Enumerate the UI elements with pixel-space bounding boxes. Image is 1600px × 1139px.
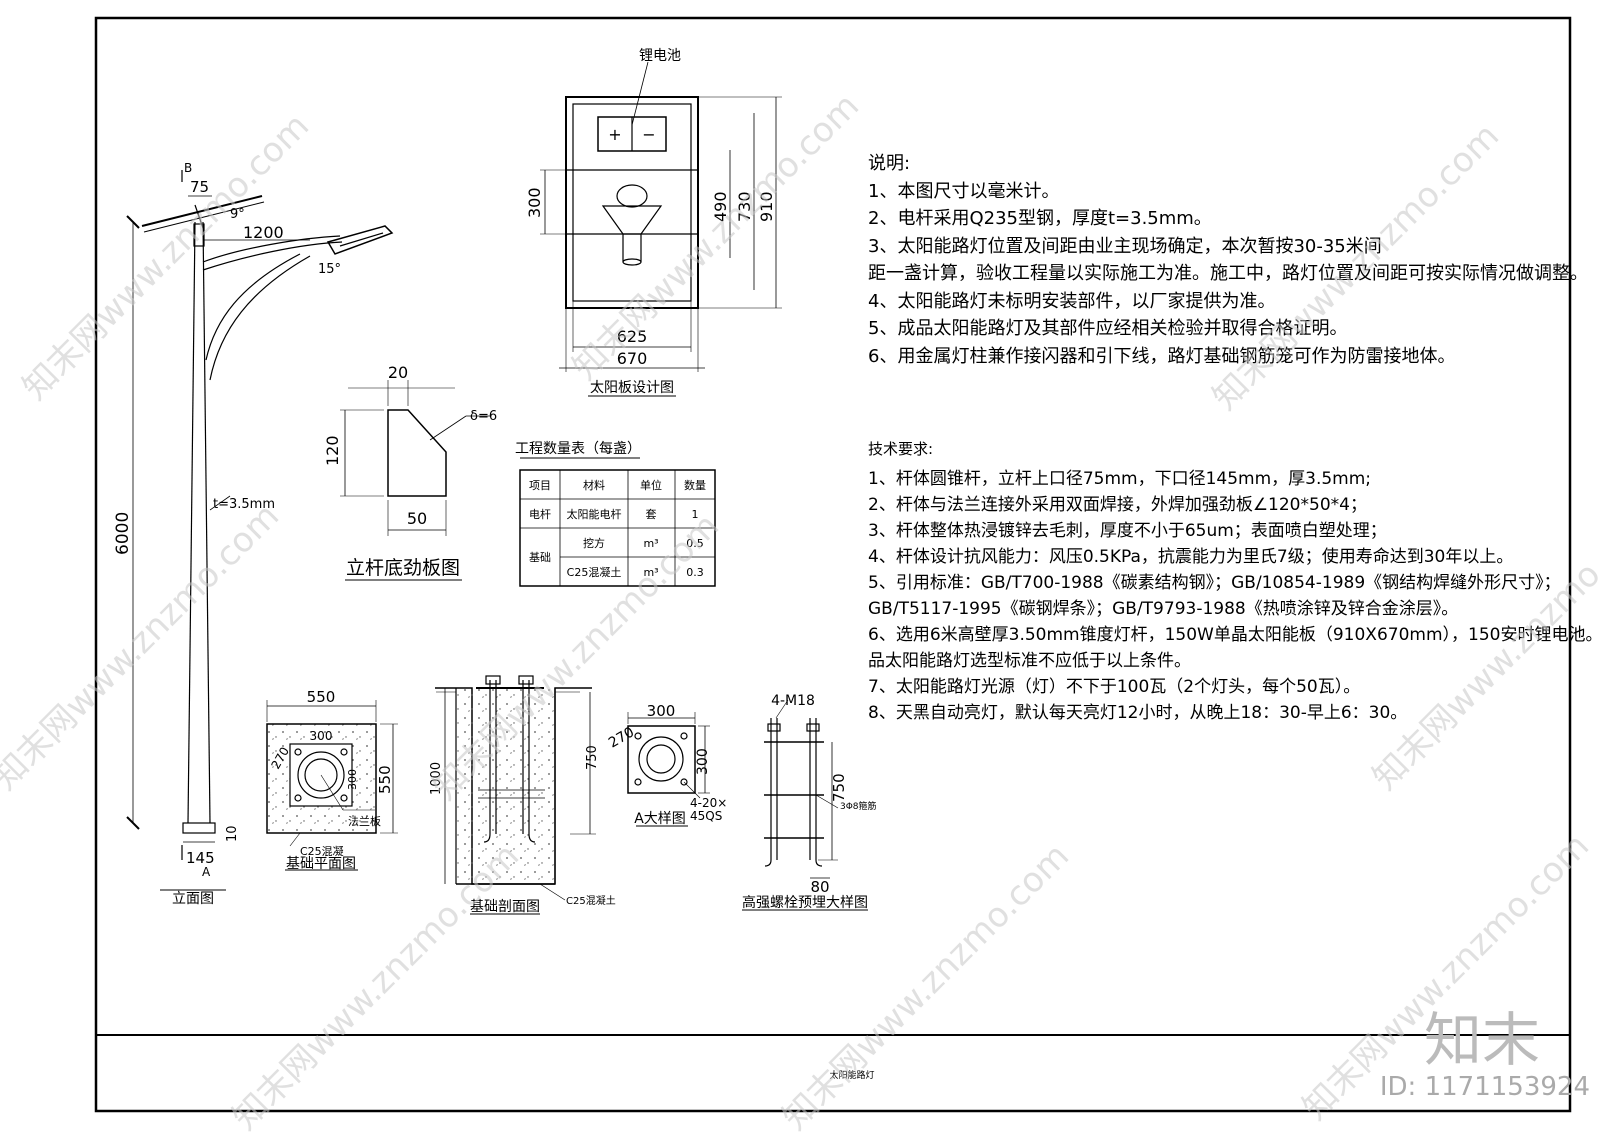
qty-row2-material: 挖方 bbox=[583, 536, 605, 550]
tech-line-4: 4、杆体设计抗风能力：风压0.5KPa，抗震能力为里氏7级；使用寿命达到30年以… bbox=[868, 547, 1514, 567]
tech-line-3: 3、杆体整体热浸镀锌去毛刺，厚度不小于65um；表面喷白塑处理； bbox=[868, 521, 1387, 541]
qty-row1-item: 电杆 bbox=[529, 507, 551, 521]
elevation-height: 6000 bbox=[113, 512, 133, 555]
panel-dim-300: 300 bbox=[525, 187, 544, 218]
qty-header-material: 材料 bbox=[583, 478, 605, 492]
tech-line-7: 6、选用6米高壁厚3.50mm锥度灯杆，150W单晶太阳能板（910X670mm… bbox=[868, 625, 1600, 645]
fplan-dim-550-h: 550 bbox=[376, 765, 394, 794]
bolt-spec: 4-M18 bbox=[771, 693, 815, 709]
fplan-concrete: C25混凝 bbox=[300, 844, 344, 858]
solar-panel-view bbox=[540, 61, 782, 397]
bolt-dim-80: 80 bbox=[810, 878, 829, 896]
qty-table-text: 项目 材料 单位 数量 电杆 太阳能电杆 套 1 基础 挖方 m³ 0.5 C2… bbox=[529, 478, 706, 579]
drawing-name: 太阳能路灯 bbox=[829, 1069, 874, 1081]
stiffener-caption: 立杆底劲板图 bbox=[346, 557, 460, 579]
fplan-dim-550-w: 550 bbox=[307, 688, 336, 706]
notes-line-2: 2、电杆采用Q235型钢，厚度t=3.5mm。 bbox=[868, 208, 1212, 229]
fsection-dim-750: 750 bbox=[585, 745, 600, 770]
elevation-caption: 立面图 bbox=[172, 891, 214, 907]
solar-panel-caption: 太阳板设计图 bbox=[590, 380, 674, 396]
fsection-dim-1000: 1000 bbox=[429, 762, 444, 795]
notes-block: 说明: 1、本图尺寸以毫米计。 2、电杆采用Q235型钢，厚度t=3.5mm。 … bbox=[868, 150, 1588, 370]
detail-a-caption: A大样图 bbox=[634, 811, 686, 827]
panel-dim-625: 625 bbox=[617, 327, 648, 346]
qty-header-qty: 数量 bbox=[684, 479, 706, 492]
qty-header-item: 项目 bbox=[529, 479, 551, 492]
fplan-dim-d300: 300 bbox=[346, 769, 359, 790]
notes-line-3: 3、太阳能路灯位置及间距由业主现场确定，本次暂按30-35米间 bbox=[868, 235, 1382, 257]
notes-line-7: 6、用金属灯柱兼作接闪器和引下线，路灯基础钢筋笼可作为防雷接地体。 bbox=[868, 345, 1456, 367]
elevation-base-h: 10 bbox=[225, 825, 240, 842]
qty-row1-material: 太阳能电杆 bbox=[567, 507, 622, 521]
tech-title: 技术要求: bbox=[868, 440, 934, 458]
qty-table-title: 工程数量表（每盏） bbox=[515, 441, 641, 457]
notes-line-1: 1、本图尺寸以毫米计。 bbox=[868, 180, 1060, 202]
qty-row1-qty: 1 bbox=[692, 508, 699, 521]
fplan-dim-300: 300 bbox=[310, 729, 333, 743]
panel-dim-730: 730 bbox=[735, 191, 754, 222]
battery-plus: + bbox=[608, 125, 621, 144]
bolt-rebar: 3Φ8箍筋 bbox=[840, 800, 877, 812]
stiffener-dim-20: 20 bbox=[388, 363, 408, 382]
qty-row3-qty: 0.3 bbox=[686, 566, 704, 579]
tech-requirements-block: 技术要求: 1、杆体圆锥杆，立杆上口径75mm，下口径145mm，厚3.5mm;… bbox=[868, 436, 1600, 726]
tech-line-5: 5、引用标准：GB/T700-1988《碳素结构钢》；GB/10854-1989… bbox=[868, 573, 1561, 593]
image-id: ID: 1171153924 bbox=[1379, 1072, 1590, 1102]
battery-label: 锂电池 bbox=[639, 48, 681, 64]
elevation-thickness: t=3.5mm bbox=[213, 497, 275, 512]
qty-row2-unit: m³ bbox=[643, 537, 658, 550]
elevation-view bbox=[126, 170, 394, 891]
stiffener-dim-120: 120 bbox=[323, 435, 342, 466]
foundation-section-view bbox=[435, 675, 596, 915]
qty-row1-unit: 套 bbox=[646, 508, 657, 521]
detail-a-dim-300: 300 bbox=[647, 702, 676, 720]
elevation-mark-a: A bbox=[202, 865, 211, 879]
notes-title: 说明: bbox=[868, 153, 911, 174]
qty-header-unit: 单位 bbox=[640, 478, 662, 492]
tech-line-9: 7、太阳能路灯光源（灯）不下于100瓦（2个灯头，每个50瓦）。 bbox=[868, 677, 1361, 697]
bolt-caption: 高强螺栓预埋大样图 bbox=[742, 894, 868, 911]
elevation-arm-length: 1200 bbox=[243, 223, 284, 242]
foundation-plan-view bbox=[266, 700, 398, 871]
qty-table-grid bbox=[519, 469, 716, 587]
bolt-dim-750: 750 bbox=[830, 773, 848, 802]
qty-row3-material: C25混凝土 bbox=[567, 565, 622, 579]
elevation-top-dia: 75 bbox=[190, 178, 209, 196]
sheet-border bbox=[94, 16, 1572, 1113]
tech-line-10: 8、天黑自动亮灯，默认每天亮灯12小时，从晚上18：30-早上6：30。 bbox=[868, 703, 1408, 723]
bolt-detail-view bbox=[742, 699, 868, 911]
tech-line-8: 品太阳能路灯选型标准不应低于以上条件。 bbox=[868, 651, 1191, 671]
detail-a-dim-270: 270 bbox=[606, 724, 637, 751]
qty-row3-unit: m³ bbox=[643, 566, 658, 579]
elevation-base-dia: 145 bbox=[186, 849, 215, 867]
panel-dim-670: 670 bbox=[617, 349, 648, 368]
panel-dim-490: 490 bbox=[711, 191, 730, 222]
panel-dim-910: 910 bbox=[757, 191, 776, 222]
tech-line-1: 1、杆体圆锥杆，立杆上口径75mm，下口径145mm，厚3.5mm; bbox=[868, 469, 1372, 489]
detail-a-view bbox=[627, 712, 710, 827]
detail-a-holes2: 45QS bbox=[690, 809, 722, 823]
elevation-angle-lamp: 15° bbox=[318, 262, 341, 277]
tech-line-2: 2、杆体与法兰连接外采用双面焊接，外焊加强劲板∠120*50*4； bbox=[868, 495, 1367, 515]
stiffener-delta: δ=6 bbox=[470, 409, 497, 424]
detail-a-holes: 4-20× bbox=[690, 796, 727, 810]
fsection-caption: 基础剖面图 bbox=[470, 898, 540, 915]
qty-row2-item: 基础 bbox=[529, 551, 551, 564]
stiffener-dim-50: 50 bbox=[407, 509, 427, 528]
notes-line-5: 4、太阳能路灯未标明安装部件，以厂家提供为准。 bbox=[868, 290, 1276, 312]
battery-minus: − bbox=[642, 125, 655, 144]
detail-a-dim-h300: 300 bbox=[695, 748, 711, 775]
brand-logo: 知末 bbox=[1423, 1006, 1540, 1074]
fplan-flange: 法兰板 bbox=[348, 814, 381, 828]
notes-line-6: 5、成品太阳能路灯及其部件应经相关检验并取得合格证明。 bbox=[868, 318, 1348, 339]
elevation-angle-pole: 9° bbox=[230, 207, 245, 222]
notes-line-4: 距一盏计算，验收工程量以实际施工为准。施工中，路灯位置及间距可按实际情况做调整。 bbox=[868, 263, 1588, 284]
qty-row2-qty: 0.5 bbox=[686, 537, 704, 550]
fplan-caption: 基础平面图 bbox=[286, 855, 356, 872]
stiffener-view bbox=[340, 380, 490, 581]
tech-line-6: GB/T5117-1995《碳钢焊条》；GB/T9793-1988《热喷涂锌及锌… bbox=[868, 599, 1459, 619]
fsection-concrete: C25混凝土 bbox=[566, 894, 616, 907]
elevation-mark-b: B bbox=[184, 161, 192, 175]
